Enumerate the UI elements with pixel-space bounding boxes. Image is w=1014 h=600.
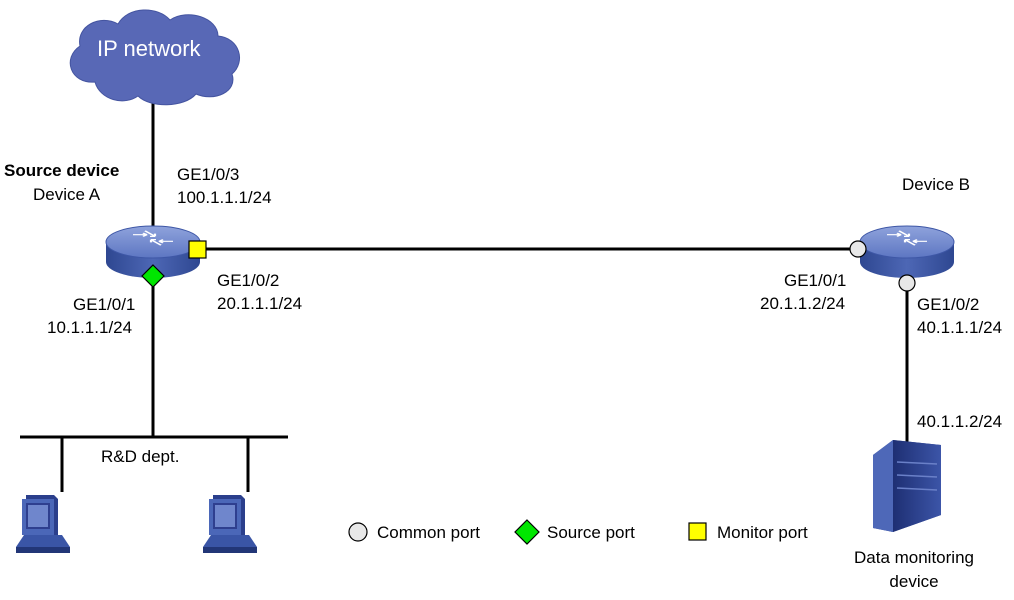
server-icon — [873, 440, 941, 532]
common-port-marker-ge1 — [849, 240, 867, 258]
legend-common-label: Common port — [377, 523, 480, 542]
pc-icon-2 — [203, 495, 257, 553]
legend-source-port-icon — [514, 519, 540, 545]
device-b-ge1-ip: 20.1.1.2/24 — [760, 294, 846, 313]
monitor-device-ip: 40.1.1.2/24 — [917, 412, 1003, 431]
cloud-icon — [69, 9, 240, 106]
device-b-ge2-ip: 40.1.1.1/24 — [917, 318, 1003, 337]
monitor-device-label-line2: device — [889, 572, 939, 591]
device-a-ge3-ip: 100.1.1.1/24 — [177, 188, 272, 207]
device-a-ge1-ip: 10.1.1.1/24 — [47, 318, 133, 337]
device-a-role: Source device — [4, 161, 120, 180]
monitor-port-marker — [188, 240, 207, 259]
legend-monitor-port-icon — [688, 522, 707, 541]
device-b-ge1-name: GE1/0/1 — [784, 271, 847, 290]
device-b-name: Device B — [902, 175, 971, 194]
legend-source-label: Source port — [547, 523, 635, 542]
device-a-ge2-name: GE1/0/2 — [217, 271, 280, 290]
switch-icon-device-b — [859, 225, 955, 278]
legend-monitor-label: Monitor port — [717, 523, 808, 542]
monitor-device-label-line1: Data monitoring — [853, 548, 974, 567]
device-a-name: Device A — [33, 185, 101, 204]
device-b-ge2-name: GE1/0/2 — [917, 295, 980, 314]
device-a-ge2-ip: 20.1.1.1/24 — [217, 294, 303, 313]
cloud-label: IP network — [97, 36, 201, 61]
device-a-ge1-name: GE1/0/1 — [73, 295, 136, 314]
source-port-marker — [141, 264, 165, 288]
legend-common-port-icon — [348, 522, 368, 542]
common-port-marker-ge2 — [898, 274, 916, 292]
lan-label: R&D dept. — [101, 447, 180, 466]
pc-icon-1 — [16, 495, 70, 553]
device-a-ge3-name: GE1/0/3 — [177, 165, 240, 184]
